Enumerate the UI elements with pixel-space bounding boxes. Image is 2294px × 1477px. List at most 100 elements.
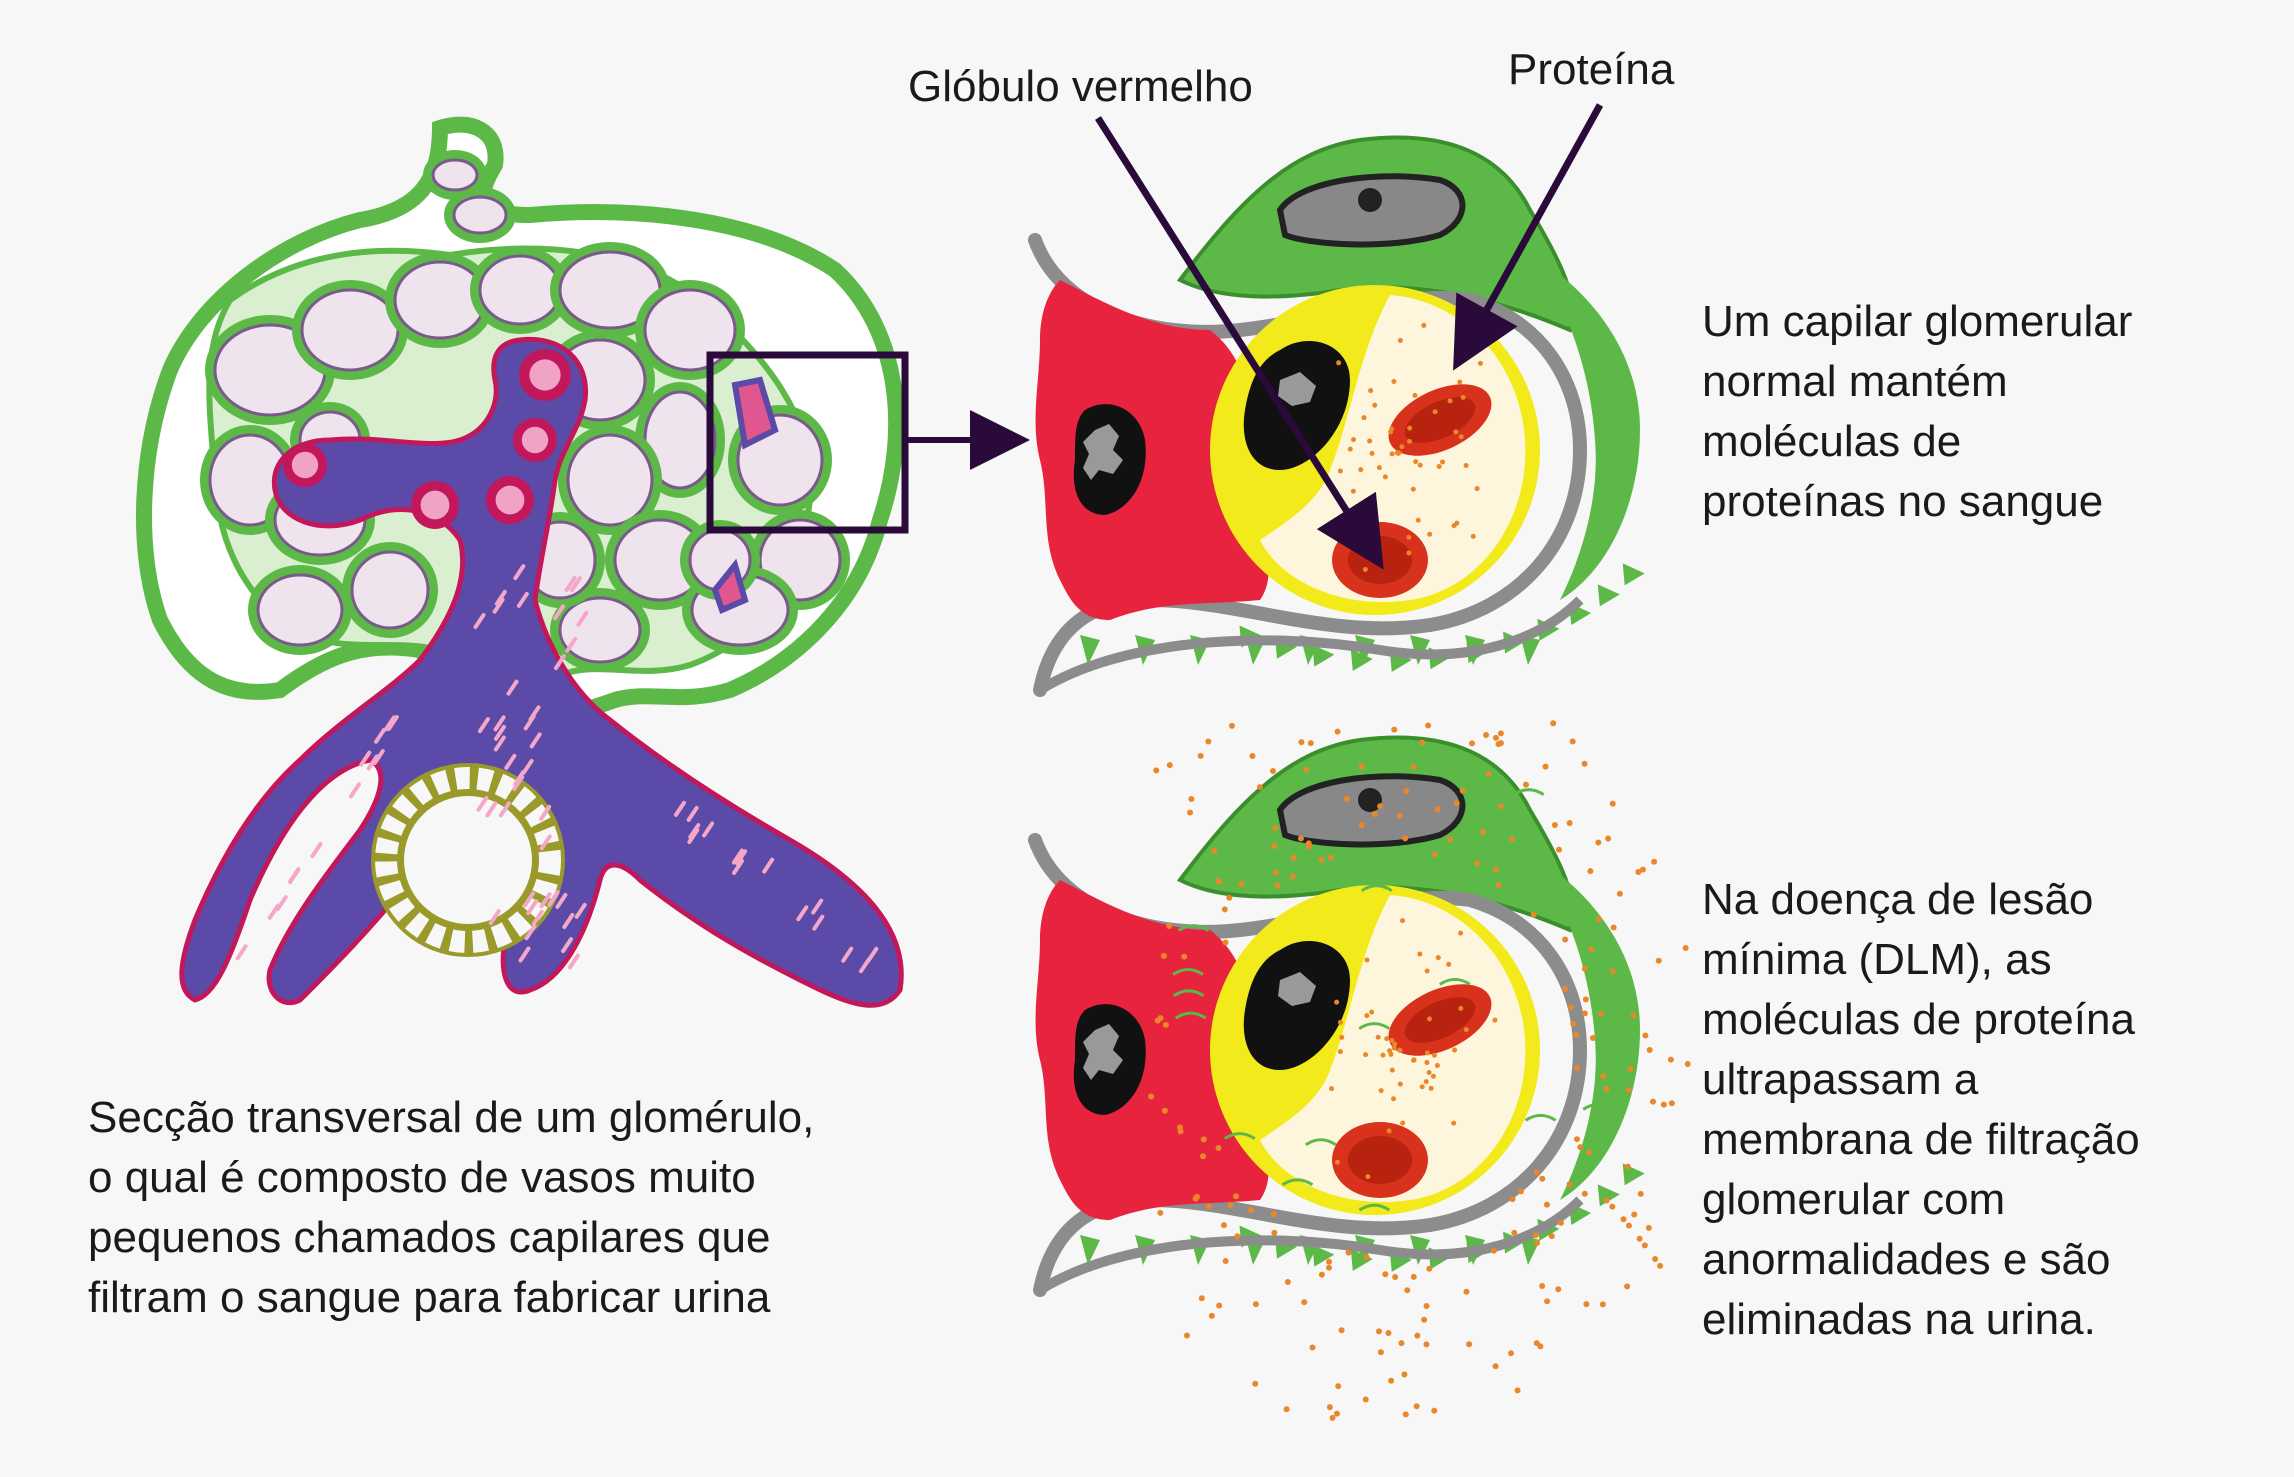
- caption-line: glomerular com: [1702, 1175, 2006, 1224]
- leaking-protein: [1667, 1056, 1674, 1063]
- leaking-protein: [1609, 1203, 1616, 1210]
- protein-dot: [1457, 379, 1463, 385]
- leaking-protein: [1181, 953, 1188, 960]
- protein-dot: [1406, 534, 1412, 540]
- leaking-protein: [1490, 1247, 1497, 1254]
- capillary-lumen: [452, 195, 508, 235]
- foot-process: [1312, 644, 1335, 667]
- leaking-protein: [1635, 868, 1642, 875]
- leaking-protein: [1474, 860, 1481, 867]
- leaking-protein: [1544, 1298, 1551, 1305]
- leaking-protein: [1657, 1262, 1664, 1269]
- caption-line: normal mantém: [1702, 357, 2008, 406]
- vessel-stripe: [521, 758, 534, 775]
- protein-dot: [1389, 1037, 1395, 1043]
- protein-dot: [1446, 961, 1452, 967]
- vessel-stripe: [513, 769, 526, 786]
- leaking-protein: [1234, 1233, 1241, 1240]
- protein-dot: [1424, 968, 1430, 974]
- vessel-stripe: [488, 909, 501, 926]
- protein-dot: [1430, 1073, 1436, 1079]
- protein-dot: [1407, 425, 1413, 431]
- protein-dot: [1382, 474, 1388, 480]
- leaking-protein: [1249, 753, 1256, 760]
- vessel-stripe: [512, 775, 525, 792]
- leaking-protein: [1410, 1273, 1417, 1280]
- vessel-stripes: [235, 564, 879, 974]
- vessel-stripe: [687, 828, 700, 845]
- leaking-protein: [1642, 1032, 1649, 1039]
- leaking-protein: [1220, 1222, 1227, 1229]
- caption-line: Na doença de lesão: [1702, 875, 2094, 924]
- vessel-stripe: [841, 946, 854, 963]
- protein-dot: [1426, 1016, 1432, 1022]
- leaking-protein: [1637, 1190, 1644, 1197]
- leaking-protein: [1646, 1047, 1653, 1054]
- broken-foot-process: [1439, 977, 1471, 986]
- protein-dot: [1435, 955, 1441, 961]
- protein-dot: [1378, 1088, 1384, 1094]
- leaking-protein: [1419, 739, 1426, 746]
- vessel-stripe: [553, 604, 566, 621]
- leaking-protein: [1469, 740, 1476, 747]
- leaking-protein: [1318, 856, 1325, 863]
- leaking-protein: [1497, 730, 1504, 737]
- vessel-stripe: [348, 782, 361, 799]
- glomerulus-cross-section: [136, 116, 1030, 1008]
- capillary-lumen: [566, 433, 654, 527]
- leaking-protein: [1414, 1332, 1421, 1339]
- protein-dot: [1364, 1013, 1370, 1019]
- protein-dot: [1470, 533, 1476, 539]
- protein-dot: [1428, 1085, 1434, 1091]
- leaking-protein: [1668, 1100, 1675, 1107]
- capillary-lumen: [558, 596, 642, 664]
- leaking-protein: [1303, 766, 1310, 773]
- protein-dot: [1424, 1060, 1430, 1066]
- leaking-protein: [1274, 882, 1281, 889]
- leaking-protein: [1574, 1064, 1581, 1071]
- red-blood-cell-arrow: [1095, 116, 1384, 570]
- leaking-protein: [1325, 1264, 1332, 1271]
- vessel-stripe: [526, 899, 539, 916]
- leaking-protein: [1377, 1349, 1384, 1356]
- leaking-protein: [1624, 1283, 1631, 1290]
- vessel-stripe: [539, 834, 552, 851]
- protein-dot: [1375, 1034, 1381, 1040]
- vessel-stripe: [539, 804, 552, 821]
- leaking-protein: [1492, 734, 1499, 741]
- leaking-protein: [1215, 878, 1222, 885]
- foot-process: [1622, 563, 1645, 586]
- protein-dot: [1386, 1128, 1392, 1134]
- leaking-protein: [1335, 1383, 1342, 1390]
- leaking-protein: [1566, 1181, 1573, 1188]
- leaking-protein: [1533, 1169, 1540, 1176]
- leaking-protein: [1200, 1153, 1207, 1160]
- protein-dot: [1397, 337, 1403, 343]
- endothelial-chromatin: [1083, 424, 1123, 480]
- leaking-protein: [1586, 1149, 1593, 1156]
- leaking-protein: [1326, 1258, 1333, 1265]
- leaking-protein: [1639, 866, 1646, 873]
- leaking-protein: [1309, 1344, 1316, 1351]
- protein-dot: [1453, 429, 1459, 435]
- leaking-protein: [1636, 1235, 1643, 1242]
- vessel-stripe: [574, 902, 587, 919]
- foot-process: [1597, 1184, 1620, 1207]
- broken-foot-process: [1358, 1022, 1391, 1030]
- protein-dot: [1463, 462, 1469, 468]
- leaking-protein: [1188, 796, 1195, 803]
- leaking-protein: [1425, 722, 1432, 729]
- leaking-protein: [1338, 1327, 1345, 1334]
- protein-dot: [1474, 486, 1480, 492]
- protein-dot: [1419, 1084, 1425, 1090]
- leaking-protein: [1305, 843, 1312, 850]
- protein-dot: [1432, 409, 1438, 415]
- protein-dot: [1407, 438, 1413, 444]
- protein-dot: [1372, 402, 1378, 408]
- vessel-nuclei: [283, 349, 571, 529]
- protein-dot: [1406, 550, 1412, 556]
- podocyte-nucleolus: [1358, 788, 1382, 812]
- leaking-protein: [1358, 822, 1365, 829]
- leaking-protein: [1334, 728, 1341, 735]
